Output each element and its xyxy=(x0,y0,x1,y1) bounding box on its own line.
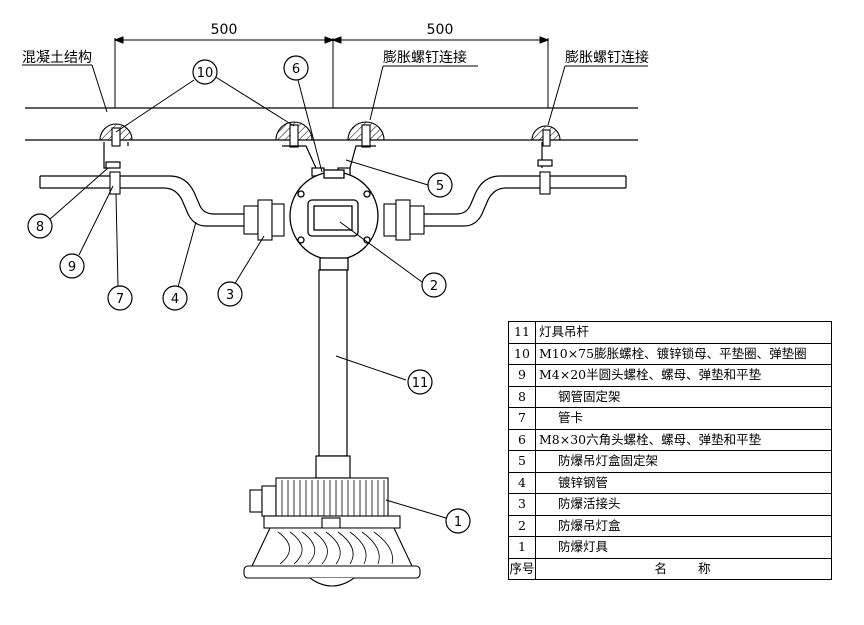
expansion-label-right: 膨胀螺钉连接 xyxy=(565,49,649,66)
part-name: M10×75膨胀螺栓、镀锌锁母、平垫圈、弹垫圈 xyxy=(535,342,832,365)
callout-7-label: 7 xyxy=(116,292,124,307)
part-name: 防爆活接头 xyxy=(535,493,832,516)
part-name: 镀锌钢管 xyxy=(535,471,832,494)
part-number: 9 xyxy=(508,364,536,387)
expansion-label-left: 膨胀螺钉连接 xyxy=(383,49,467,66)
callout-1 xyxy=(445,508,471,534)
pipe-fixing-brackets xyxy=(103,142,553,169)
part-number: 4 xyxy=(508,471,536,494)
callout-11-label: 11 xyxy=(412,376,429,391)
dimension-label-right: 500 xyxy=(427,22,454,38)
part-name: 管卡 xyxy=(535,407,832,430)
part-name: 灯具吊杆 xyxy=(535,321,832,344)
concrete-label: 混凝土结构 xyxy=(22,50,92,66)
part-name: M4×20半圆头螺栓、螺母、弹垫和平垫 xyxy=(535,364,832,387)
junction-box xyxy=(289,169,379,271)
callout-4 xyxy=(162,285,188,311)
part-number: 7 xyxy=(508,407,536,430)
part-number: 2 xyxy=(508,514,536,537)
dimension-label-left: 500 xyxy=(211,22,238,38)
callout-9 xyxy=(59,253,85,279)
leader-lines xyxy=(48,75,447,519)
callout-10-label: 10 xyxy=(197,66,214,81)
part-number: 6 xyxy=(508,428,536,451)
part-name: 防爆灯具 xyxy=(535,536,832,559)
part-number: 10 xyxy=(508,342,536,365)
part-name: 防爆吊灯盒固定架 xyxy=(535,450,832,473)
callout-3-label: 3 xyxy=(226,288,234,303)
explosion-proof-lamp xyxy=(243,477,421,587)
part-number: 3 xyxy=(508,493,536,516)
explosion-proof-unions xyxy=(243,199,425,241)
callout-6 xyxy=(283,55,309,81)
callout-6-label: 6 xyxy=(292,62,300,77)
callout-1-label: 1 xyxy=(454,515,462,530)
callout-8-label: 8 xyxy=(36,220,44,235)
header-name: 名 称 xyxy=(535,557,832,580)
part-number: 11 xyxy=(508,321,536,344)
callout-8 xyxy=(27,213,53,239)
callout-2 xyxy=(421,272,447,298)
callout-10 xyxy=(192,59,218,85)
callout-5-label: 5 xyxy=(436,179,444,194)
part-number: 8 xyxy=(508,385,536,408)
part-number: 5 xyxy=(508,450,536,473)
part-name: 钢管固定架 xyxy=(535,385,832,408)
callout-2-label: 2 xyxy=(430,279,438,294)
header-number: 序号 xyxy=(508,557,536,580)
callout-11 xyxy=(407,369,433,395)
callout-circles xyxy=(27,55,471,534)
callout-9-label: 9 xyxy=(68,260,76,275)
pipe-clamps xyxy=(109,171,551,195)
part-name: M8×30六角头螺栓、螺母、弹垫和平垫 xyxy=(535,428,832,451)
dimension-lines xyxy=(113,36,550,108)
part-number: 1 xyxy=(508,536,536,559)
callout-7 xyxy=(107,285,133,311)
callout-5 xyxy=(427,172,453,198)
callout-4-label: 4 xyxy=(171,292,179,307)
part-name: 防爆吊灯盒 xyxy=(535,514,832,537)
lamp-hanging-rod xyxy=(315,269,351,479)
expansion-anchors xyxy=(99,121,561,148)
steel-pipes xyxy=(39,175,627,227)
callout-3 xyxy=(217,281,243,307)
table-header-row: 序号名 称 xyxy=(508,557,832,580)
